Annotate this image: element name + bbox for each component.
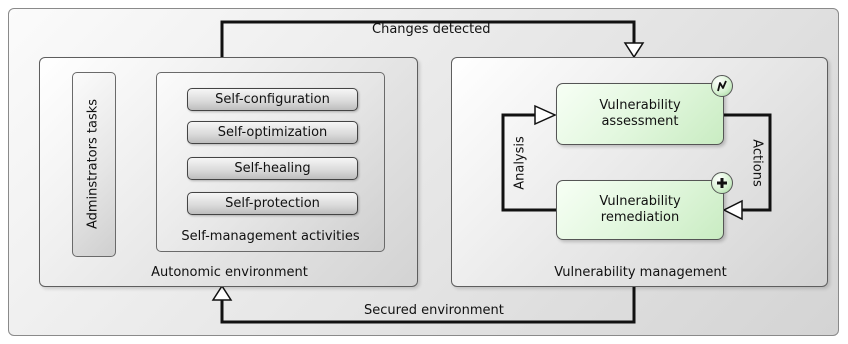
vulnerability-assessment-box: Vulnerability assessment: [556, 83, 724, 145]
self-healing-pill: Self-healing: [187, 157, 358, 180]
actions-arrowhead: [722, 199, 743, 221]
actions-label: Actions: [749, 139, 765, 187]
self-configuration-pill: Self-configuration: [187, 88, 358, 111]
changes-detected-label: Changes detected: [372, 22, 491, 37]
secured-environment-arrowhead: [211, 284, 233, 301]
vulnerability-remediation-box: Vulnerability remediation: [556, 180, 724, 240]
plus-icon: [711, 172, 733, 194]
analysis-label: Analysis: [512, 136, 528, 190]
administrators-tasks-box: [72, 72, 116, 257]
self-configuration-text: Self-configuration: [215, 92, 330, 107]
analysis-arrowhead: [534, 104, 557, 126]
changes-detected-line: [220, 20, 636, 57]
lightning-icon: [711, 75, 733, 97]
self-protection-text: Self-protection: [225, 196, 320, 211]
autonomic-environment-title: Autonomic environment: [151, 265, 308, 280]
actions-line: [724, 113, 772, 212]
secured-environment-label: Secured environment: [364, 303, 504, 318]
changes-detected-arrowhead: [623, 42, 645, 59]
self-optimization-text: Self-optimization: [217, 125, 328, 140]
lightning-glyph: [717, 80, 727, 92]
self-optimization-pill: Self-optimization: [187, 121, 358, 144]
vulnerability-management-title: Vulnerability management: [554, 265, 727, 280]
analysis-line: [501, 113, 556, 212]
self-management-title: Self-management activities: [181, 229, 360, 244]
plus-glyph: [717, 178, 727, 188]
self-healing-text: Self-healing: [234, 161, 311, 176]
self-protection-pill: Self-protection: [187, 192, 358, 215]
secured-environment-line: [220, 287, 636, 324]
